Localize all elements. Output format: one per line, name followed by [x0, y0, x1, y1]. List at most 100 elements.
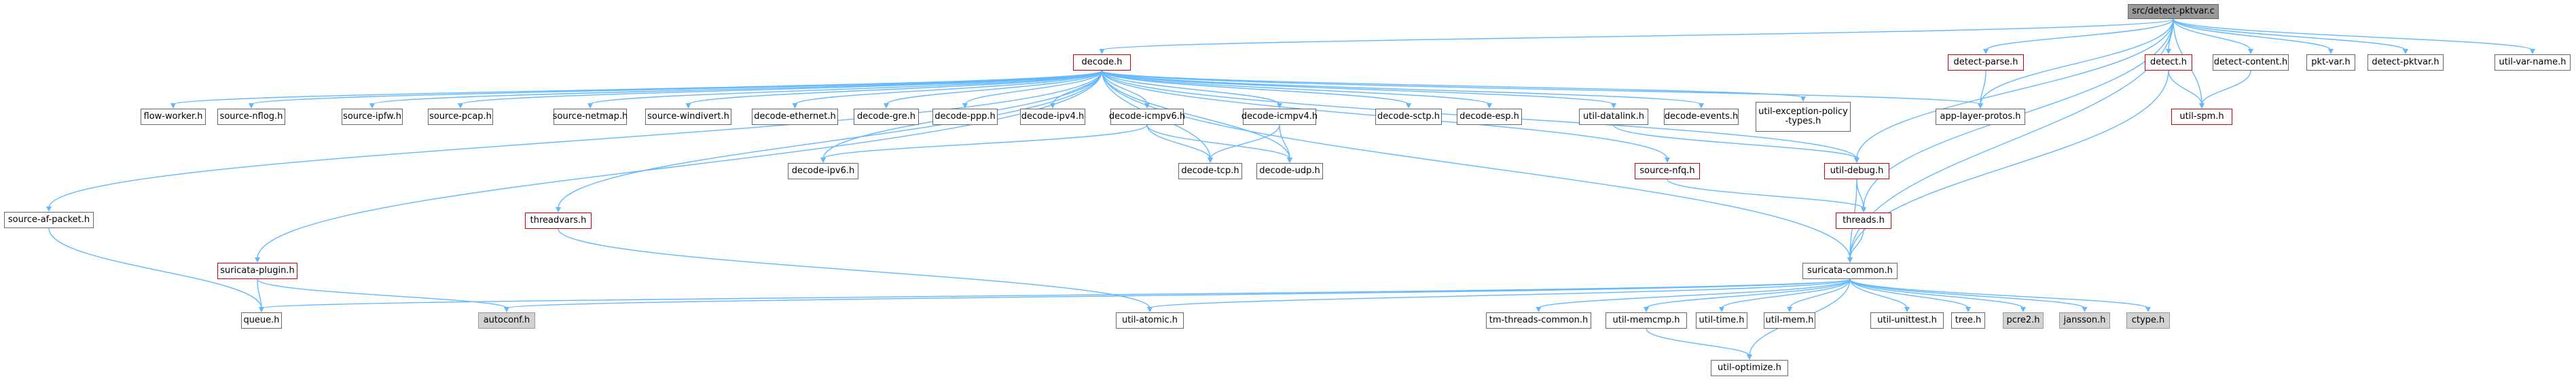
- node-util-var-name[interactable]: util-var-name.h: [2495, 54, 2571, 71]
- node-label: util-atomic.h: [1121, 315, 1178, 325]
- edge-root-to-util-var-name: [2173, 18, 2533, 51]
- edge-decode-to-util-datalink: [1101, 70, 1614, 105]
- node-suricata-plugin[interactable]: suricata-plugin.h: [217, 263, 297, 279]
- node-root[interactable]: src/detect-pktvar.c: [2128, 4, 2219, 19]
- edge-root-to-decode: [1101, 18, 2174, 51]
- node-util-unittest[interactable]: util-unittest.h: [1870, 312, 1944, 329]
- node-decode-tcp[interactable]: decode-tcp.h: [1178, 163, 1242, 179]
- arrowhead-decode-ipv6: [820, 158, 826, 163]
- node-pkt-var[interactable]: pkt-var.h: [2306, 54, 2355, 71]
- node-detect-content[interactable]: detect-content.h: [2213, 54, 2289, 71]
- edge-source-nfq-to-threads: [1667, 179, 1864, 209]
- edge-root-to-util-debug: [1856, 18, 2174, 160]
- node-label: app-layer-protos.h: [1940, 111, 2021, 122]
- node-util-memcmp[interactable]: util-memcmp.h: [1606, 312, 1687, 329]
- arrowhead-flow-worker: [170, 103, 176, 109]
- node-source-ipfw[interactable]: source-ipfw.h: [342, 109, 403, 125]
- node-label: source-ipfw.h: [343, 111, 401, 122]
- arrowhead-decode-esp: [1487, 103, 1492, 109]
- node-source-pcap[interactable]: source-pcap.h: [428, 109, 493, 125]
- node-detect[interactable]: detect.h: [2145, 54, 2192, 71]
- node-label: decode-icmpv4.h: [1241, 111, 1318, 122]
- node-util-mem[interactable]: util-mem.h: [1764, 312, 1815, 329]
- node-label: util-var-name.h: [2499, 57, 2566, 67]
- node-ctype: ctype.h: [2126, 312, 2170, 329]
- arrowhead-autoconf: [504, 307, 509, 312]
- arrowhead-tm-threads-common: [1536, 307, 1542, 312]
- node-app-layer-protos[interactable]: app-layer-protos.h: [1936, 109, 2025, 125]
- node-util-datalink[interactable]: util-datalink.h: [1579, 109, 1648, 125]
- edge-suricata-common-to-util-time: [1721, 278, 1851, 309]
- node-label: detect-content.h: [2213, 57, 2288, 67]
- node-label: util-debug.h: [1830, 166, 1884, 176]
- node-util-time[interactable]: util-time.h: [1696, 312, 1747, 329]
- arrowhead-detect-parse: [1983, 49, 1989, 54]
- node-label: source-af-packet.h: [7, 215, 90, 225]
- node-source-af-packet[interactable]: source-af-packet.h: [4, 212, 94, 228]
- edge-decode-icmpv6-to-decode-udp: [1146, 124, 1290, 160]
- edge-suricata-common-to-util-mem: [1789, 278, 1851, 309]
- node-decode-icmpv6[interactable]: decode-icmpv6.h: [1109, 109, 1185, 125]
- node-util-exception-policy-types[interactable]: util-exception-policy-types.h: [1756, 102, 1851, 132]
- arrowhead-decode-tcp: [1208, 158, 1213, 163]
- node-label: threadvars.h: [530, 215, 587, 225]
- node-detect-pktvar[interactable]: detect-pktvar.h: [2368, 54, 2444, 71]
- node-util-optimize[interactable]: util-optimize.h: [1711, 360, 1788, 376]
- node-detect-parse[interactable]: detect-parse.h: [1948, 54, 2024, 71]
- node-threads[interactable]: threads.h: [1836, 213, 1891, 229]
- edge-root-to-pkt-var: [2173, 18, 2332, 51]
- node-decode-events[interactable]: decode-events.h: [1664, 109, 1739, 125]
- node-decode-ppp[interactable]: decode-ppp.h: [932, 109, 998, 125]
- edge-decode-to-decode-icmpv4: [1101, 70, 1280, 105]
- node-label: decode.h: [1081, 57, 1123, 67]
- edge-util-debug-to-threads: [1856, 179, 1864, 209]
- edge-decode-to-decode-sctp: [1101, 70, 1409, 105]
- node-label: threads.h: [1843, 215, 1885, 225]
- node-queue[interactable]: queue.h: [241, 312, 282, 329]
- node-tm-threads-common[interactable]: tm-threads-common.h: [1486, 312, 1591, 329]
- node-decode-udp[interactable]: decode-udp.h: [1256, 163, 1323, 179]
- edge-decode-to-decode-events: [1101, 70, 1702, 105]
- node-source-windivert[interactable]: source-windivert.h: [645, 109, 731, 125]
- node-label: source-netmap.h: [552, 111, 628, 122]
- node-source-nflog[interactable]: source-nflog.h: [217, 109, 285, 125]
- edge-suricata-common-to-util-atomic: [1149, 278, 1851, 309]
- edge-suricata-common-to-autoconf: [506, 278, 1851, 309]
- node-util-atomic[interactable]: util-atomic.h: [1116, 312, 1184, 329]
- node-label: flow-worker.h: [143, 111, 203, 122]
- node-decode-icmpv4[interactable]: decode-icmpv4.h: [1241, 109, 1318, 125]
- node-label: decode-ipv4.h: [1021, 111, 1085, 122]
- node-decode-ipv6[interactable]: decode-ipv6.h: [788, 163, 858, 179]
- arrowhead-util-time: [1719, 307, 1724, 312]
- node-decode-gre[interactable]: decode-gre.h: [854, 109, 919, 125]
- edge-decode-to-app-layer-protos: [1101, 70, 1981, 105]
- node-util-spm[interactable]: util-spm.h: [2171, 109, 2232, 125]
- node-decode-ipv4[interactable]: decode-ipv4.h: [1020, 109, 1085, 125]
- node-decode[interactable]: decode.h: [1073, 54, 1131, 71]
- node-flow-worker[interactable]: flow-worker.h: [141, 109, 206, 125]
- arrowhead-detect: [2166, 49, 2171, 54]
- node-label: detect-parse.h: [1953, 57, 2018, 67]
- arrowhead-decode-gre: [884, 103, 889, 109]
- arrowhead-decode: [1099, 49, 1105, 54]
- node-tree[interactable]: tree.h: [1951, 312, 1985, 329]
- node-decode-ethernet[interactable]: decode-ethernet.h: [752, 109, 838, 125]
- arrowhead-util-mem: [1787, 307, 1792, 312]
- node-source-netmap[interactable]: source-netmap.h: [552, 109, 628, 125]
- edge-suricata-common-to-ctype: [1849, 278, 2149, 309]
- arrowhead-util-unittest: [1904, 307, 1910, 312]
- edge-decode-to-threadvars: [558, 70, 1103, 209]
- arrowhead-source-ipfw: [369, 103, 375, 109]
- node-util-debug[interactable]: util-debug.h: [1824, 163, 1889, 179]
- arrowhead-util-debug: [1854, 158, 1860, 163]
- node-threadvars[interactable]: threadvars.h: [525, 213, 592, 229]
- node-decode-sctp[interactable]: decode-sctp.h: [1375, 109, 1442, 125]
- node-decode-esp[interactable]: decode-esp.h: [1457, 109, 1522, 125]
- node-source-nfq[interactable]: source-nfq.h: [1635, 163, 1700, 179]
- edge-decode-to-decode-esp: [1101, 70, 1490, 105]
- edge-util-memcmp-to-util-optimize: [1646, 328, 1750, 357]
- node-label: decode-events.h: [1664, 111, 1739, 122]
- node-label: util-time.h: [1699, 315, 1745, 325]
- node-suricata-common[interactable]: suricata-common.h: [1802, 263, 1898, 279]
- arrowhead-detect-content: [2248, 49, 2253, 54]
